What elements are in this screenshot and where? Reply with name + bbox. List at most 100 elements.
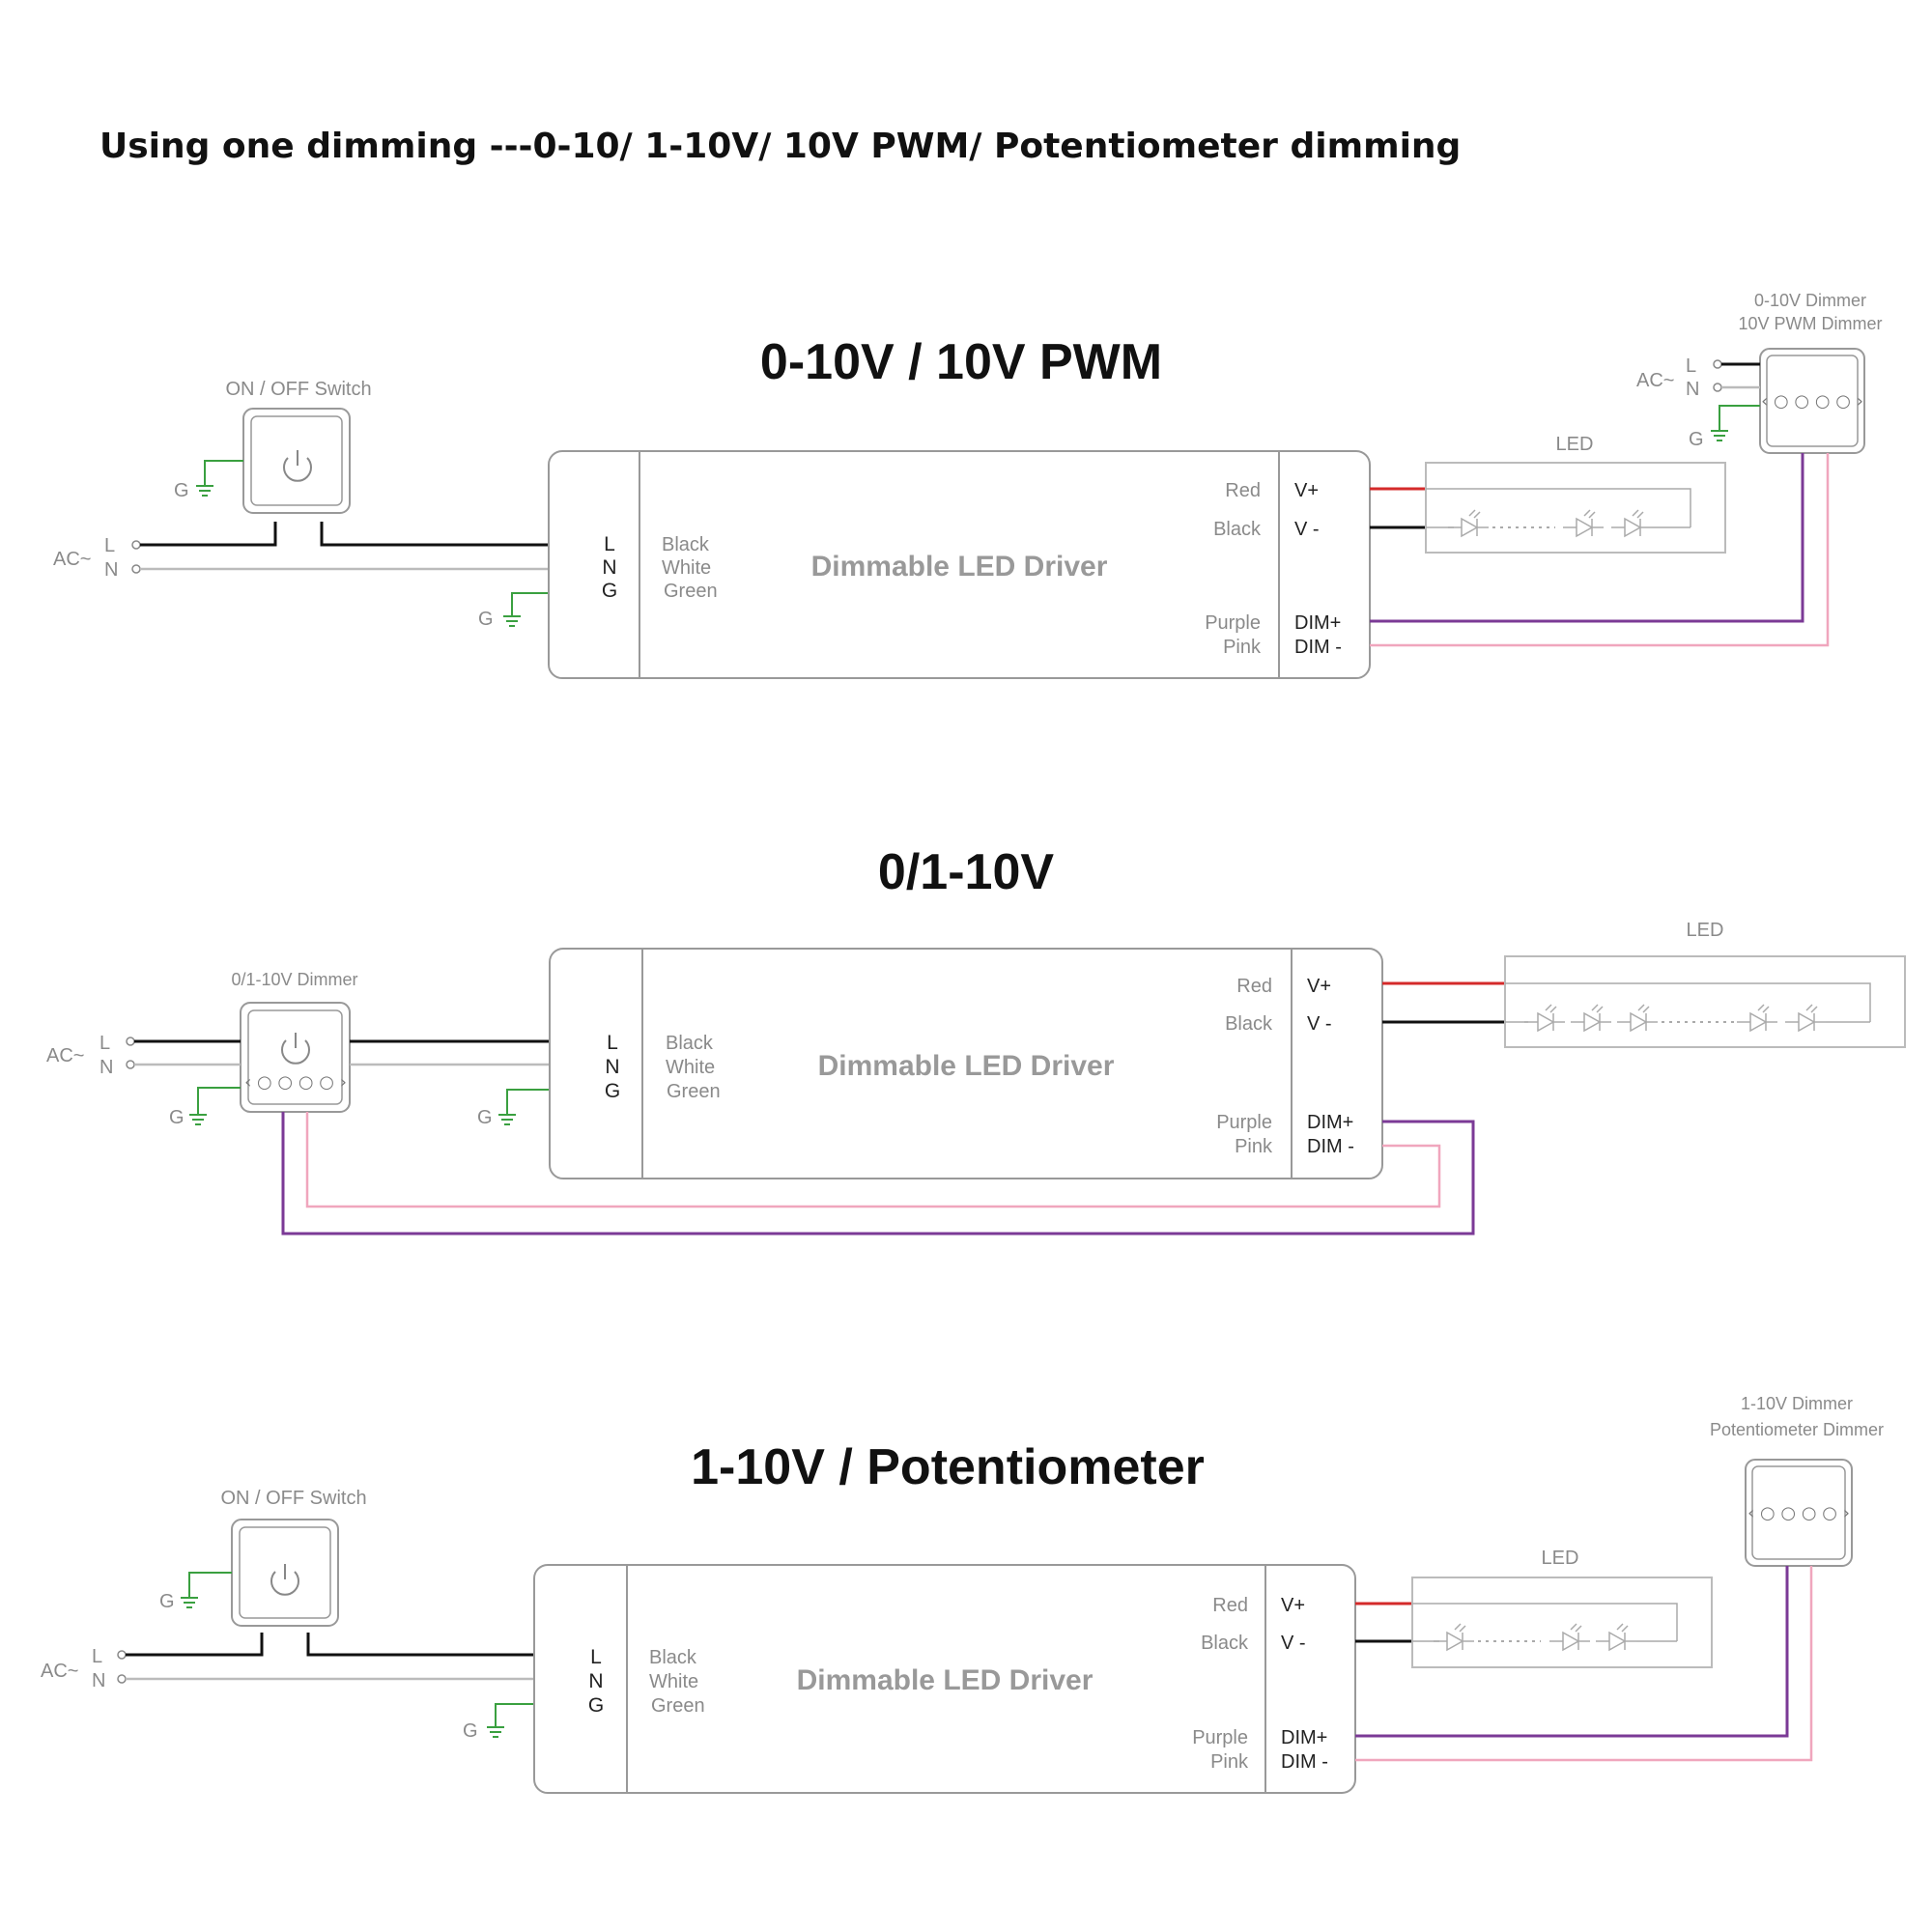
dimmer-knob-icon: ‹ ○ ○ ○ ○ › bbox=[244, 1072, 347, 1093]
remote-dimmer-label: Potentiometer Dimmer bbox=[1710, 1420, 1884, 1439]
ground-icon bbox=[502, 610, 522, 627]
out-color-black: Black bbox=[1201, 1633, 1249, 1654]
led-icon bbox=[1784, 1004, 1827, 1032]
led-icon bbox=[1736, 1004, 1778, 1032]
ground-icon bbox=[180, 1591, 199, 1608]
section-0-1-10v: 0/1-10V 0/1-10V Dimmer ‹ ○ ○ ○ ○ › AC~ L… bbox=[46, 844, 1906, 1236]
led-icon bbox=[1433, 1623, 1475, 1651]
remote-dimmer[interactable]: ‹ ○ ○ ○ ○ › bbox=[1745, 1459, 1853, 1567]
led-strip bbox=[1504, 955, 1906, 1048]
terminal-dimplus: DIM+ bbox=[1294, 612, 1341, 634]
led-icon bbox=[1562, 509, 1605, 537]
terminal-g: G bbox=[602, 580, 617, 602]
dimmer-knob-icon: ‹ ○ ○ ○ ○ › bbox=[1761, 391, 1863, 412]
ac-label: AC~ bbox=[1636, 370, 1674, 391]
led-strip bbox=[1425, 462, 1726, 554]
ground-label: G bbox=[478, 609, 494, 630]
ground-icon bbox=[486, 1720, 505, 1738]
remote-dimmer-label: 0-10V Dimmer bbox=[1754, 291, 1866, 310]
led-icon bbox=[1548, 1623, 1591, 1651]
led-icon bbox=[1523, 1004, 1566, 1032]
led-label: LED bbox=[1556, 434, 1594, 455]
led-icon bbox=[1570, 1004, 1612, 1032]
n-label: N bbox=[92, 1670, 105, 1691]
ground-label: G bbox=[159, 1591, 175, 1612]
page-title: Using one dimming ---0-10/ 1-10V/ 10V PW… bbox=[99, 127, 1461, 166]
terminal-dimminus: DIM - bbox=[1294, 637, 1342, 658]
ground-icon bbox=[1710, 424, 1729, 441]
on-off-switch[interactable] bbox=[242, 408, 351, 514]
section-1-10v-potentiometer: 1-10V / Potentiometer ON / OFF Switch G … bbox=[41, 1394, 1884, 1794]
driver-title: Dimmable LED Driver bbox=[818, 1050, 1115, 1082]
terminal-vminus: V - bbox=[1307, 1013, 1332, 1035]
color-black: Black bbox=[649, 1647, 697, 1668]
terminal-dimminus: DIM - bbox=[1307, 1136, 1354, 1157]
led-icon bbox=[1616, 1004, 1659, 1032]
ground-icon bbox=[188, 1108, 208, 1125]
terminal-g: G bbox=[588, 1694, 604, 1717]
terminal-dimplus: DIM+ bbox=[1307, 1112, 1353, 1133]
led-label: LED bbox=[1542, 1548, 1579, 1569]
color-black: Black bbox=[666, 1033, 714, 1054]
led-label: LED bbox=[1687, 920, 1724, 941]
l-label: L bbox=[1686, 355, 1696, 377]
terminal-vplus: V+ bbox=[1307, 976, 1331, 997]
switch-label: ON / OFF Switch bbox=[225, 379, 371, 400]
out-color-red: Red bbox=[1225, 480, 1261, 501]
terminal-g: G bbox=[605, 1080, 620, 1102]
terminal-n: N bbox=[588, 1670, 603, 1692]
driver-title: Dimmable LED Driver bbox=[797, 1664, 1094, 1696]
section-title: 0-10V / 10V PWM bbox=[760, 334, 1162, 390]
dimmer-knob-icon: ‹ ○ ○ ○ ○ › bbox=[1747, 1503, 1850, 1523]
remote-dimmer[interactable]: ‹ ○ ○ ○ ○ › bbox=[1759, 348, 1865, 454]
led-icon bbox=[1610, 509, 1653, 537]
led-driver: L N G Black White Green Dimmable LED Dri… bbox=[533, 1564, 1356, 1794]
color-white: White bbox=[649, 1671, 698, 1692]
terminal-n: N bbox=[602, 556, 616, 579]
out-color-black: Black bbox=[1213, 519, 1262, 540]
section-title: 1-10V / Potentiometer bbox=[691, 1439, 1205, 1495]
l-label: L bbox=[99, 1033, 110, 1054]
out-color-purple: Purple bbox=[1192, 1727, 1248, 1748]
terminal-l: L bbox=[604, 533, 615, 555]
led-icon bbox=[1447, 509, 1490, 537]
ground-label: G bbox=[477, 1107, 493, 1128]
l-label: L bbox=[104, 535, 115, 556]
n-label: N bbox=[104, 559, 118, 581]
color-black: Black bbox=[662, 534, 710, 555]
color-white: White bbox=[662, 557, 711, 579]
ground-label: G bbox=[174, 480, 189, 501]
out-color-pink: Pink bbox=[1223, 637, 1262, 658]
l-label: L bbox=[92, 1646, 102, 1667]
out-color-black: Black bbox=[1225, 1013, 1273, 1035]
terminal-vminus: V - bbox=[1294, 519, 1320, 540]
color-green: Green bbox=[664, 581, 718, 602]
led-icon bbox=[1595, 1623, 1637, 1651]
switch-label: ON / OFF Switch bbox=[220, 1488, 366, 1509]
ground-icon bbox=[497, 1108, 517, 1125]
terminal-l: L bbox=[590, 1646, 602, 1668]
wall-dimmer[interactable]: ‹ ○ ○ ○ ○ › bbox=[240, 1002, 351, 1113]
remote-dimmer-label: 1-10V Dimmer bbox=[1741, 1394, 1853, 1413]
section-title: 0/1-10V bbox=[878, 844, 1054, 900]
out-color-red: Red bbox=[1236, 976, 1272, 997]
n-label: N bbox=[1686, 379, 1699, 400]
terminal-dimplus: DIM+ bbox=[1281, 1727, 1327, 1748]
out-color-purple: Purple bbox=[1205, 612, 1261, 634]
color-green: Green bbox=[667, 1081, 721, 1102]
ac-label: AC~ bbox=[46, 1045, 84, 1066]
ground-label: G bbox=[169, 1107, 185, 1128]
led-driver: L N G Black White Green Dimmable LED Dri… bbox=[549, 948, 1383, 1179]
on-off-switch[interactable] bbox=[231, 1519, 339, 1627]
ac-label: AC~ bbox=[53, 549, 91, 570]
out-color-pink: Pink bbox=[1235, 1136, 1273, 1157]
led-driver: L N G Black White Green Dimmable LED Dri… bbox=[548, 450, 1371, 679]
out-color-purple: Purple bbox=[1216, 1112, 1272, 1133]
ac-label: AC~ bbox=[41, 1661, 78, 1682]
led-strip bbox=[1411, 1577, 1713, 1668]
ground-icon bbox=[195, 479, 214, 497]
terminal-vplus: V+ bbox=[1294, 480, 1319, 501]
terminal-vminus: V - bbox=[1281, 1633, 1306, 1654]
driver-title: Dimmable LED Driver bbox=[811, 551, 1108, 582]
